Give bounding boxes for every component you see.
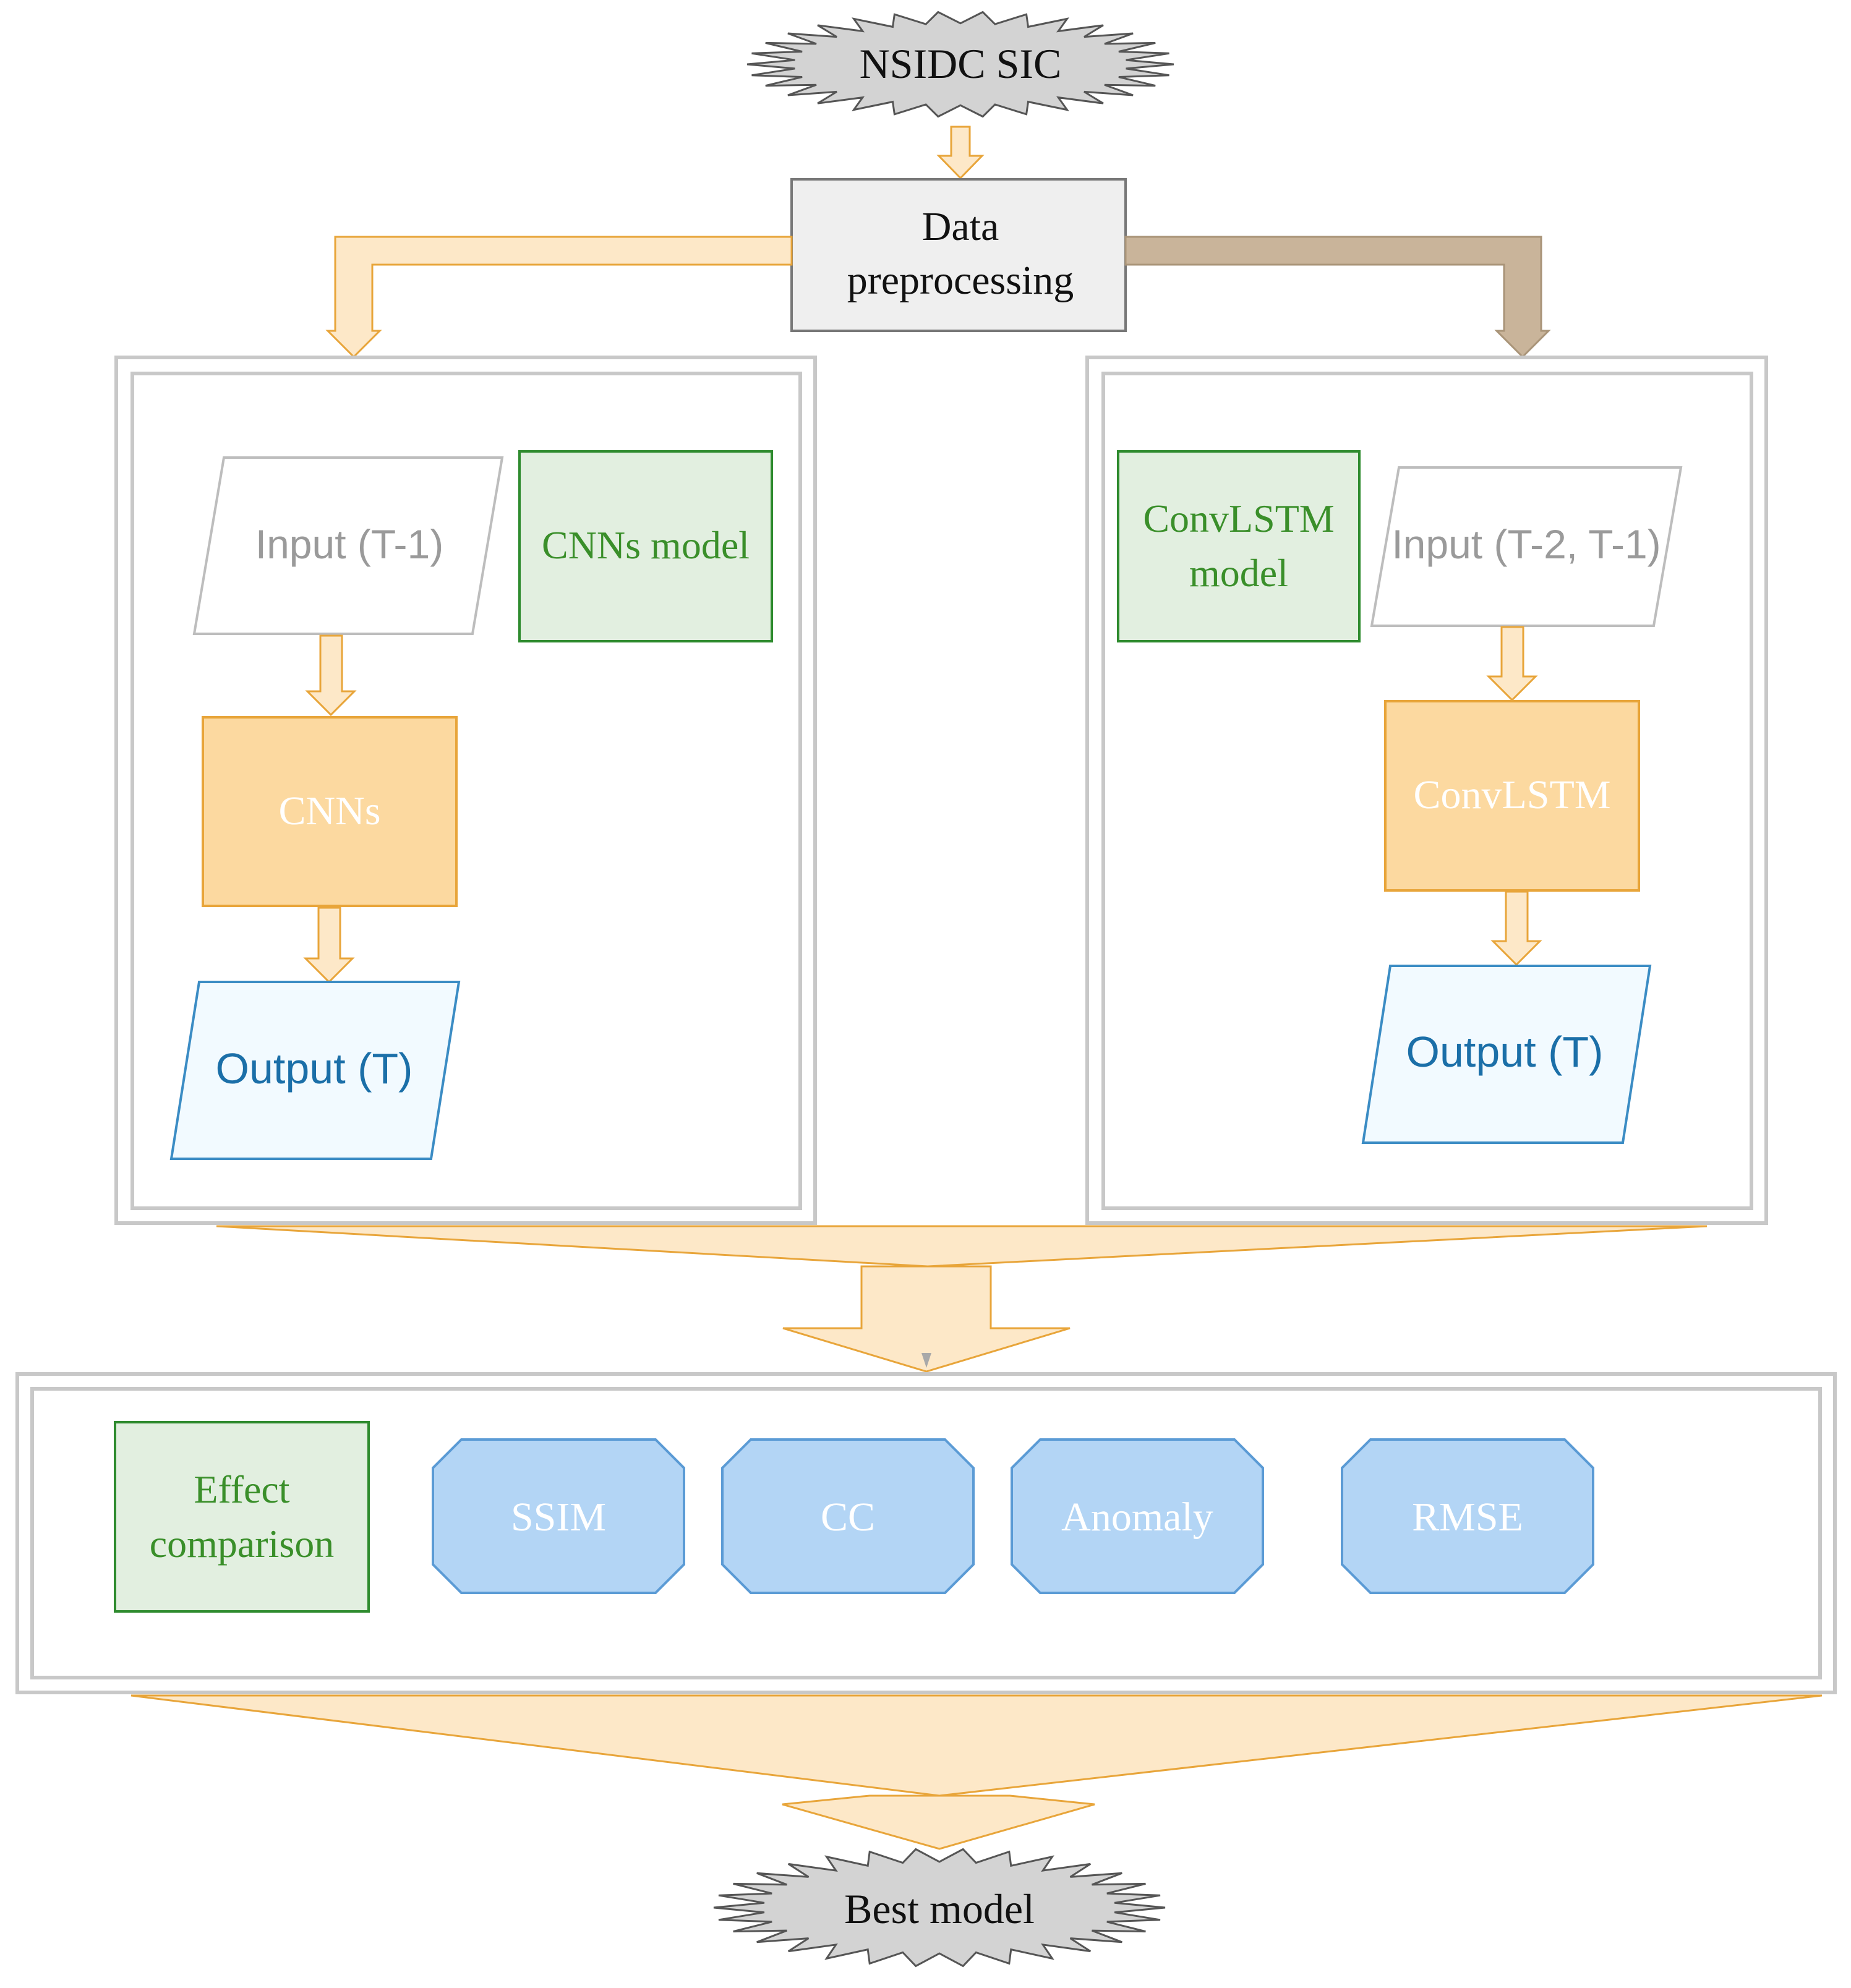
cnn-panel-inner (130, 372, 802, 1210)
convlstm-panel-inner (1101, 372, 1753, 1210)
comparison-panel-inner (30, 1387, 1822, 1679)
preprocessing-label-line1: Data (922, 204, 999, 249)
result-label: Best model (844, 1885, 1035, 1932)
source-star-shape (746, 11, 1174, 118)
cnn-core-label: CNNs (278, 788, 380, 834)
comparison-title-line1: Effect (194, 1467, 289, 1511)
preprocessing-box (790, 178, 1127, 332)
metric-ssim-label: SSIM (511, 1495, 606, 1540)
source-label: NSIDC SIC (860, 40, 1062, 87)
arrow-source-to-preprocess (936, 126, 985, 180)
cnn-output-shape (169, 981, 461, 1160)
arrow-preprocess-to-cnn (325, 236, 793, 359)
arrow-preprocess-to-convlstm (1124, 236, 1551, 359)
arrow-merge-center-tick (921, 1353, 931, 1368)
convlstm-model-title-line1: ConvLSTM (1143, 497, 1334, 540)
metric-rmse-label: RMSE (1412, 1495, 1523, 1540)
convlstm-input-label: Input (T-2, T-1) (1391, 521, 1661, 567)
arrow-convlstm-input-to-core (1486, 626, 1538, 702)
cnn-input-label: Input (T-1) (255, 521, 443, 567)
convlstm-model-title-line2: model (1189, 551, 1288, 595)
cnn-input-shape (192, 456, 504, 635)
cnn-model-title-box (518, 450, 773, 642)
metric-anomaly-shape (1011, 1438, 1264, 1594)
arrow-convlstm-core-to-output (1490, 890, 1542, 966)
metric-rmse-shape (1341, 1438, 1594, 1594)
metric-cc-shape (721, 1438, 975, 1594)
cnn-output-label: Output (T) (216, 1044, 413, 1093)
convlstm-output-shape (1361, 965, 1652, 1144)
arrow-comparison-to-result (130, 1694, 1823, 1850)
arrow-cnn-input-to-core (305, 634, 357, 717)
comparison-title-box (114, 1421, 370, 1613)
metric-cc-label: CC (821, 1495, 875, 1540)
convlstm-input-shape (1370, 466, 1683, 627)
metric-anomaly-label: Anomaly (1061, 1495, 1213, 1540)
result-star-shape (713, 1848, 1166, 1968)
convlstm-output-label: Output (T) (1406, 1028, 1604, 1076)
cnn-core-box (202, 716, 458, 907)
arrow-merge-to-comparison (216, 1225, 1708, 1373)
metric-ssim-shape (432, 1438, 685, 1594)
convlstm-core-box (1384, 700, 1640, 892)
convlstm-model-title-box (1117, 450, 1361, 642)
comparison-title-line2: comparison (150, 1522, 335, 1566)
arrow-cnn-core-to-output (303, 907, 355, 984)
preprocessing-label-line2: preprocessing (847, 258, 1074, 303)
cnn-model-title: CNNs model (542, 523, 750, 567)
convlstm-core-label: ConvLSTM (1413, 772, 1610, 817)
